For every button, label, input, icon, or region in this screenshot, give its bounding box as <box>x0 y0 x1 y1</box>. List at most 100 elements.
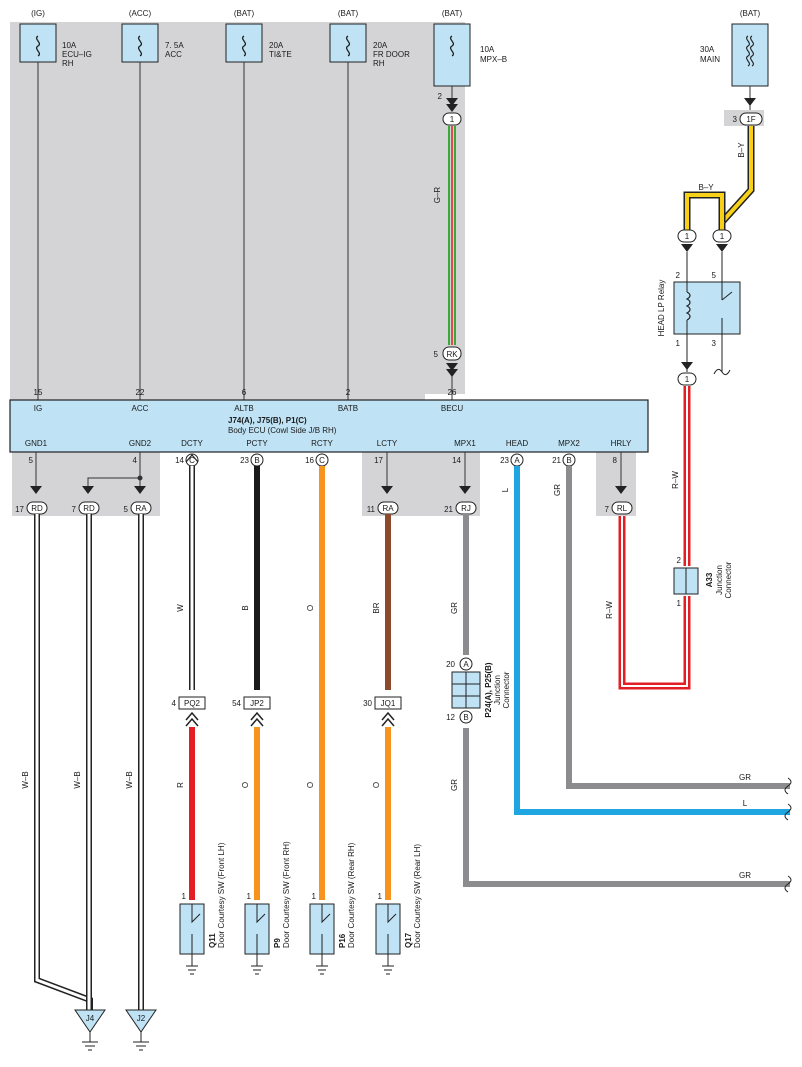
head-lp-relay: 2 5 HEAD LP Relay 1 3 <box>657 271 741 376</box>
svg-text:1F: 1F <box>746 115 755 124</box>
svg-text:A: A <box>514 456 520 465</box>
svg-text:4: 4 <box>133 456 138 465</box>
svg-text:2: 2 <box>676 271 681 280</box>
svg-text:11: 11 <box>367 505 376 514</box>
svg-text:GR: GR <box>739 773 751 782</box>
svg-text:RD: RD <box>83 504 95 513</box>
fuse-source: (BAT) <box>234 9 255 18</box>
svg-text:B–Y: B–Y <box>737 142 746 158</box>
svg-text:GR: GR <box>553 484 562 496</box>
relay-top-connectors: 1 1 <box>677 229 732 282</box>
svg-text:RL: RL <box>617 504 628 513</box>
svg-text:BR: BR <box>372 602 381 613</box>
svg-text:3: 3 <box>733 115 738 124</box>
fuse-rating: 30A <box>700 45 715 54</box>
junction-blocks-row: 17 RD 7 RD 5 RA 11 RA 21 RJ <box>15 486 633 515</box>
fuse-ecu-ig: (IG) 10A ECU–IG RH <box>19 9 92 68</box>
fuse-name-2: RH <box>373 59 385 68</box>
svg-text:Door Courtesy SW (Rear RH): Door Courtesy SW (Rear RH) <box>347 842 356 948</box>
fuse-icon <box>746 35 754 67</box>
jb-rd-1: 17 RD <box>15 486 48 515</box>
fuse-rating: 7. 5A <box>165 41 184 50</box>
svg-text:3: 3 <box>712 339 717 348</box>
svg-text:G–R: G–R <box>433 187 442 204</box>
svg-text:GR: GR <box>739 871 751 880</box>
svg-text:L: L <box>743 799 748 808</box>
svg-text:ALTB: ALTB <box>234 404 253 413</box>
svg-text:RCTY: RCTY <box>311 439 333 448</box>
fuse-rating: 20A <box>269 41 284 50</box>
connector-jq1: 30 JQ1 <box>363 696 402 727</box>
svg-text:RA: RA <box>135 504 147 513</box>
svg-text:17: 17 <box>15 505 24 514</box>
svg-text:W: W <box>176 604 185 612</box>
svg-text:GND1: GND1 <box>25 439 48 448</box>
svg-text:P24(A), P25(B): P24(A), P25(B) <box>484 662 493 717</box>
switch-icon <box>256 904 266 954</box>
svg-text:14: 14 <box>175 456 184 465</box>
svg-text:JP2: JP2 <box>250 699 264 708</box>
relay-bottom-connector: 1 <box>677 362 697 386</box>
svg-text:1: 1 <box>720 232 725 241</box>
svg-text:16: 16 <box>305 456 314 465</box>
ecu-subtitle: Body ECU (Cowl Side J/B RH) <box>228 426 337 435</box>
svg-text:O: O <box>306 782 315 788</box>
svg-text:IG: IG <box>34 404 42 413</box>
svg-text:W–B: W–B <box>21 771 30 788</box>
svg-text:22: 22 <box>136 388 145 397</box>
switch-q17: 1 Q17 Door Courtesy SW (Rear LH) <box>375 844 422 975</box>
fuse-source: (IG) <box>31 9 45 18</box>
switch-q11: 1 Q11 Door Courtesy SW (Front LH) <box>179 842 226 975</box>
fuse-source: (BAT) <box>442 9 463 18</box>
ground-points: J4 J2 <box>74 1009 157 1051</box>
fuse-icon <box>137 35 143 57</box>
svg-text:BECU: BECU <box>441 404 463 413</box>
mpxb-connector: 2 1 <box>438 92 462 126</box>
fuse-rating: 10A <box>62 41 77 50</box>
fuse-icon <box>241 35 247 57</box>
svg-text:1: 1 <box>685 232 690 241</box>
p24-junction-connector: 20 A 12 B P24(A), P25(B) Junction Connec… <box>446 657 511 724</box>
switch-icon <box>321 904 331 954</box>
svg-text:5: 5 <box>29 456 34 465</box>
svg-text:1: 1 <box>312 892 317 901</box>
svg-text:6: 6 <box>242 388 247 397</box>
svg-text:1: 1 <box>676 339 681 348</box>
svg-text:7: 7 <box>72 505 77 514</box>
fuse-source: (BAT) <box>740 9 761 18</box>
ecu-title: J74(A), J75(B), P1(C) <box>228 416 307 425</box>
svg-text:HEAD: HEAD <box>506 439 528 448</box>
svg-text:4: 4 <box>172 699 177 708</box>
ground-j4: J4 <box>74 1009 106 1051</box>
svg-text:R: R <box>176 782 185 788</box>
fuse-main: (BAT) 30A MAIN <box>700 9 769 87</box>
ecu-to-jb-wires <box>35 452 622 490</box>
svg-text:B–Y: B–Y <box>698 183 714 192</box>
svg-text:30: 30 <box>363 699 372 708</box>
fuse-name: MAIN <box>700 55 720 64</box>
fuse-icon <box>345 35 351 57</box>
svg-text:B: B <box>463 713 468 722</box>
svg-text:Door Courtesy SW (Front RH): Door Courtesy SW (Front RH) <box>282 841 291 948</box>
ground-icon <box>251 954 263 975</box>
ground-icon <box>316 954 328 975</box>
junction-block-1f: 3 1F <box>733 98 763 126</box>
svg-text:J4: J4 <box>86 1014 95 1023</box>
switch-icon <box>191 904 201 954</box>
fuse-name: TI&TE <box>269 50 292 59</box>
svg-text:12: 12 <box>446 713 455 722</box>
svg-text:RD: RD <box>31 504 43 513</box>
ground-icon <box>186 954 198 975</box>
switch-p9: 1 P9 Door Courtesy SW (Front RH) <box>244 841 291 975</box>
door-courtesy-switches: 1 Q11 Door Courtesy SW (Front LH) 1 P9 D… <box>179 841 422 975</box>
ground-icon <box>133 1032 149 1051</box>
wire-b-y: B–Y B–Y <box>683 126 755 230</box>
wire-g-r: G–R <box>433 126 456 345</box>
svg-text:MPX1: MPX1 <box>454 439 476 448</box>
svg-text:Junction: Junction <box>493 675 502 705</box>
svg-text:O: O <box>372 782 381 788</box>
connector-jp2: 54 JP2 <box>232 696 271 727</box>
svg-text:PCTY: PCTY <box>246 439 268 448</box>
svg-text:W–B: W–B <box>125 771 134 788</box>
